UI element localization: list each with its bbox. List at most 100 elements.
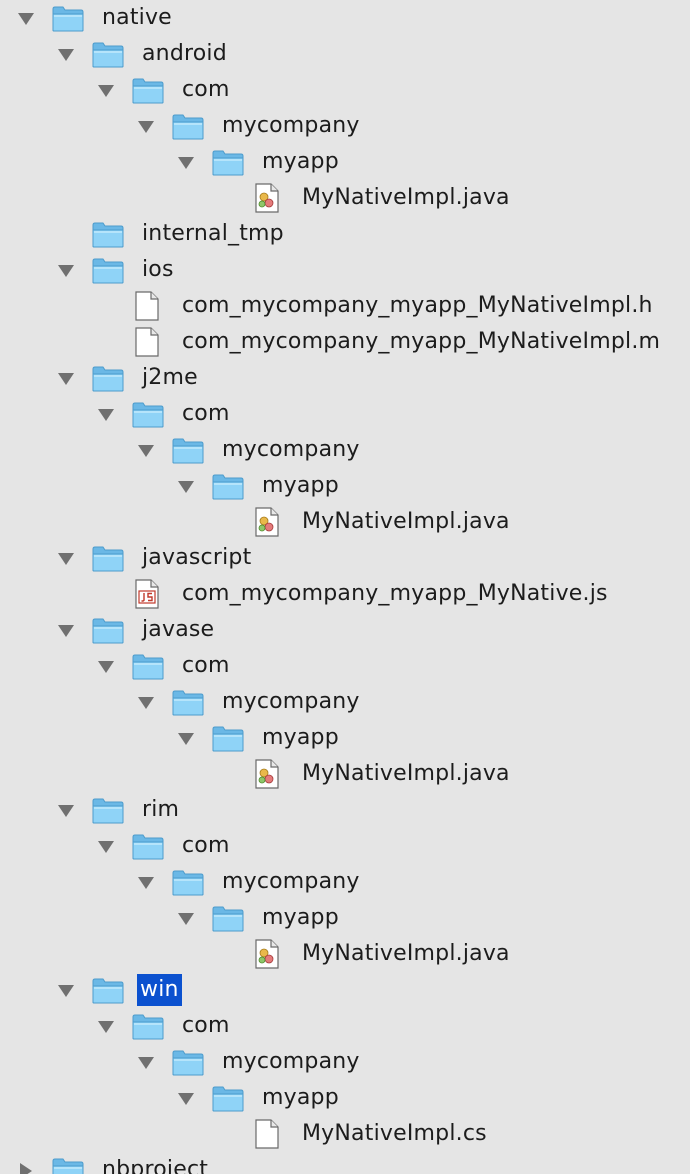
tree-item-label: mycompany <box>222 113 360 138</box>
folder-icon <box>92 222 124 248</box>
tree-row[interactable]: com <box>0 648 690 684</box>
tree-item-label: com <box>182 1013 230 1038</box>
triangle-down-icon[interactable] <box>176 155 196 171</box>
tree-row[interactable]: MyNativeImpl.cs <box>0 1116 690 1152</box>
tree-item-label: MyNativeImpl.java <box>302 941 510 966</box>
triangle-down-icon[interactable] <box>96 83 116 99</box>
folder-icon <box>92 798 124 824</box>
triangle-down-icon[interactable] <box>56 263 76 279</box>
tree-row[interactable]: myapp <box>0 900 690 936</box>
tree-item-label: MyNativeImpl.cs <box>302 1121 487 1146</box>
tree-row[interactable]: com_mycompany_myapp_MyNativeImpl.h <box>0 288 690 324</box>
tree-item-label: mycompany <box>222 869 360 894</box>
tree-row[interactable]: nbproject <box>0 1152 690 1174</box>
tree-row[interactable]: win <box>0 972 690 1008</box>
tree-item-label: MyNativeImpl.java <box>302 761 510 786</box>
tree-row[interactable]: myapp <box>0 1080 690 1116</box>
java-file-icon <box>254 507 280 537</box>
triangle-right-icon[interactable] <box>16 1163 36 1174</box>
tree-row[interactable]: mycompany <box>0 108 690 144</box>
tree-row[interactable]: mycompany <box>0 864 690 900</box>
triangle-down-icon[interactable] <box>136 443 156 459</box>
tree-row[interactable]: MyNativeImpl.java <box>0 180 690 216</box>
folder-icon <box>92 42 124 68</box>
tree-row[interactable]: com_mycompany_myapp_MyNative.js <box>0 576 690 612</box>
triangle-down-icon[interactable] <box>56 983 76 999</box>
triangle-down-icon[interactable] <box>96 1019 116 1035</box>
folder-icon <box>172 438 204 464</box>
tree-item-label: j2me <box>142 365 198 390</box>
tree-row[interactable]: ios <box>0 252 690 288</box>
triangle-down-icon[interactable] <box>176 1091 196 1107</box>
tree-row[interactable]: MyNativeImpl.java <box>0 756 690 792</box>
file-icon <box>254 1119 280 1149</box>
tree-row[interactable]: mycompany <box>0 1044 690 1080</box>
folder-icon <box>92 258 124 284</box>
tree-row[interactable]: rim <box>0 792 690 828</box>
tree-row[interactable]: android <box>0 36 690 72</box>
folder-icon <box>52 6 84 32</box>
file-icon <box>134 327 160 357</box>
folder-icon <box>212 726 244 752</box>
tree-row[interactable]: myapp <box>0 468 690 504</box>
tree-row[interactable]: com <box>0 72 690 108</box>
folder-icon <box>52 1158 84 1174</box>
folder-icon <box>212 150 244 176</box>
triangle-down-icon[interactable] <box>136 1055 156 1071</box>
tree-row[interactable]: javase <box>0 612 690 648</box>
tree-item-label: mycompany <box>222 437 360 462</box>
triangle-down-icon[interactable] <box>136 875 156 891</box>
triangle-down-icon[interactable] <box>16 11 36 27</box>
tree-row[interactable]: com <box>0 1008 690 1044</box>
triangle-down-icon[interactable] <box>96 407 116 423</box>
tree-row[interactable]: com_mycompany_myapp_MyNativeImpl.m <box>0 324 690 360</box>
tree-row[interactable]: mycompany <box>0 432 690 468</box>
tree-row[interactable]: com <box>0 396 690 432</box>
triangle-down-icon[interactable] <box>96 659 116 675</box>
tree-row[interactable]: internal_tmp <box>0 216 690 252</box>
folder-icon <box>92 546 124 572</box>
tree-item-label: com <box>182 833 230 858</box>
triangle-down-icon[interactable] <box>136 695 156 711</box>
tree-row[interactable]: javascript <box>0 540 690 576</box>
tree-item-label: com_mycompany_myapp_MyNative.js <box>182 581 608 606</box>
triangle-down-icon[interactable] <box>176 911 196 927</box>
folder-icon <box>132 78 164 104</box>
tree-row[interactable]: mycompany <box>0 684 690 720</box>
tree-item-label: myapp <box>262 725 339 750</box>
triangle-down-icon[interactable] <box>176 731 196 747</box>
tree-row[interactable]: native <box>0 0 690 36</box>
tree-item-label: com_mycompany_myapp_MyNativeImpl.m <box>182 329 661 354</box>
java-file-icon <box>254 759 280 789</box>
folder-icon <box>92 366 124 392</box>
folder-icon <box>132 402 164 428</box>
triangle-down-icon[interactable] <box>96 839 116 855</box>
tree-row[interactable]: myapp <box>0 720 690 756</box>
triangle-down-icon[interactable] <box>56 623 76 639</box>
folder-icon <box>132 654 164 680</box>
tree-item-label: com_mycompany_myapp_MyNativeImpl.h <box>182 293 653 318</box>
tree-row[interactable]: MyNativeImpl.java <box>0 936 690 972</box>
tree-row[interactable]: myapp <box>0 144 690 180</box>
folder-icon <box>212 906 244 932</box>
tree-row[interactable]: com <box>0 828 690 864</box>
tree-row[interactable]: j2me <box>0 360 690 396</box>
tree-item-label: MyNativeImpl.java <box>302 509 510 534</box>
java-file-icon <box>254 939 280 969</box>
tree-item-label: native <box>102 5 172 30</box>
folder-icon <box>212 474 244 500</box>
folder-icon <box>172 1050 204 1076</box>
triangle-down-icon[interactable] <box>56 47 76 63</box>
tree-item-label: javascript <box>142 545 252 570</box>
triangle-down-icon[interactable] <box>136 119 156 135</box>
triangle-down-icon[interactable] <box>56 551 76 567</box>
javascript-file-icon <box>134 579 160 609</box>
triangle-down-icon[interactable] <box>56 371 76 387</box>
tree-row[interactable]: MyNativeImpl.java <box>0 504 690 540</box>
folder-icon <box>212 1086 244 1112</box>
triangle-down-icon[interactable] <box>56 803 76 819</box>
triangle-down-icon[interactable] <box>176 479 196 495</box>
tree-item-label: mycompany <box>222 1049 360 1074</box>
tree-item-label: rim <box>142 797 180 822</box>
